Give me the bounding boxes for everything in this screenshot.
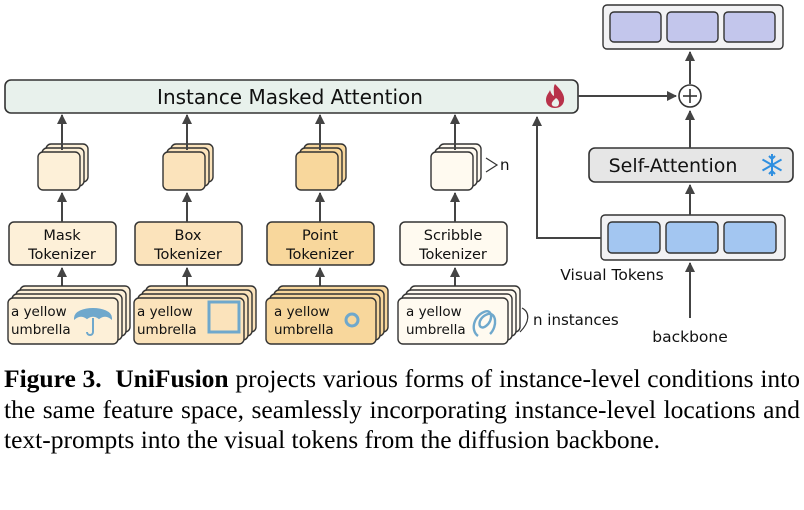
flame-icon xyxy=(546,84,565,108)
output-token xyxy=(609,11,662,43)
mask-tokenizer-line2: Tokenizer xyxy=(27,247,96,263)
box-tokenizer-line2: Tokenizer xyxy=(153,247,222,263)
mask-token-stack xyxy=(37,151,81,191)
point-icon xyxy=(344,312,360,328)
scribble-tokenizer-line2: Tokenizer xyxy=(418,247,487,263)
scribble-tokenizer xyxy=(399,221,508,266)
point-prompt-line2: umbrella xyxy=(274,322,334,338)
instance-masked-attention-label: Instance Masked Attention xyxy=(157,85,423,109)
scribble-icon xyxy=(472,310,497,337)
n-label: n xyxy=(500,156,510,174)
scribble-prompt-card xyxy=(397,297,509,345)
box-tokenizer-line1: Box xyxy=(175,228,202,244)
box-tokenizer xyxy=(134,221,243,266)
self-attention-label: Self-Attention xyxy=(609,155,738,177)
box-token-stack xyxy=(162,151,206,191)
scribble-prompt-line1: a yellow xyxy=(406,304,462,320)
caption-text: projects various forms of instance-level… xyxy=(4,364,800,455)
point-tokenizer-line1: Point xyxy=(302,228,338,244)
scribble-token-stack xyxy=(430,151,474,191)
mask-tokenizer-line1: Mask xyxy=(43,228,81,244)
visual-token xyxy=(607,221,661,254)
caption-figure-label: Figure 3. xyxy=(4,364,102,393)
scribble-tokenizer-line1: Scribble xyxy=(424,228,483,244)
n-instances-label: n instances xyxy=(533,311,619,329)
scribble-prompt-line2: umbrella xyxy=(406,322,466,338)
unifusion-diagram: Instance Masked Attention Mask Tokenizer… xyxy=(4,4,794,346)
backbone-label: backbone xyxy=(652,328,728,346)
visual-tokens-label: Visual Tokens xyxy=(560,266,663,284)
snowflake-icon xyxy=(761,154,783,176)
output-token xyxy=(723,11,776,43)
box-prompt-line2: umbrella xyxy=(137,322,197,338)
box-prompt-line1: a yellow xyxy=(137,304,193,320)
caption-method-name: UniFusion xyxy=(115,364,229,393)
visual-token xyxy=(665,221,719,254)
figure-caption: Figure 3. UniFusion projects various for… xyxy=(4,364,800,456)
mask-prompt-line2: umbrella xyxy=(11,322,71,338)
output-token xyxy=(666,11,719,43)
visual-token xyxy=(723,221,777,254)
point-token-stack xyxy=(295,151,339,191)
box-icon xyxy=(207,300,241,334)
point-prompt-line1: a yellow xyxy=(274,304,330,320)
umbrella-icon xyxy=(73,308,113,336)
point-prompt-card xyxy=(265,297,377,345)
point-tokenizer-line2: Tokenizer xyxy=(285,247,354,263)
mask-prompt-line1: a yellow xyxy=(11,304,67,320)
